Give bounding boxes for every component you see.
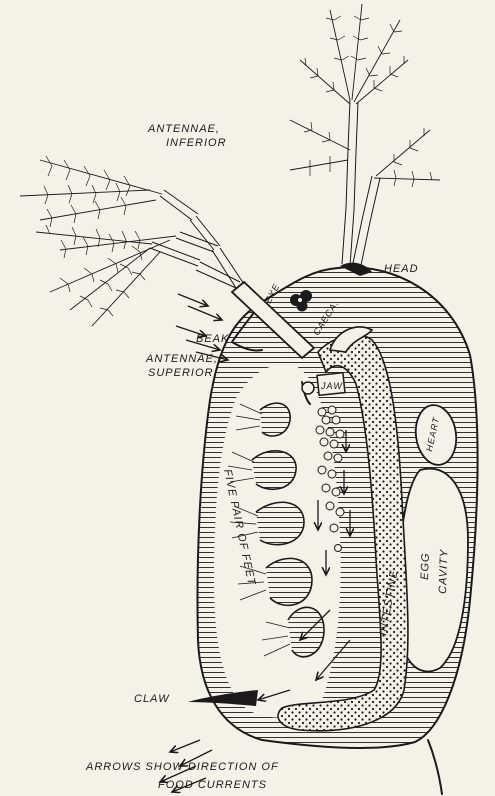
label-claw: CLAW <box>134 693 170 705</box>
label-antennae-inferior-1: ANTENNAE, <box>147 123 220 135</box>
label-egg: EGG <box>419 552 432 580</box>
antennae-inferior-left <box>20 156 314 358</box>
caption-line-2: FOOD CURRENTS <box>158 779 267 791</box>
label-antennae-superior-2: SUPERIOR <box>148 367 213 379</box>
tail-spine <box>428 740 442 794</box>
label-antennae-inferior-2: INFERIOR <box>166 137 227 149</box>
antennae-inferior-right <box>290 4 440 276</box>
label-cavity: CAVITY <box>437 549 451 595</box>
antennae-superior-knob <box>302 382 314 394</box>
food-current-arrows-top <box>176 294 228 360</box>
caption-line-1: ARROWS SHOW DIRECTION OF <box>85 761 279 773</box>
label-jaw: JAW <box>320 381 343 391</box>
label-antennae-superior-1: ANTENNAE, <box>145 353 218 365</box>
label-beak: BEAK <box>196 333 229 345</box>
label-head: HEAD <box>384 263 419 275</box>
